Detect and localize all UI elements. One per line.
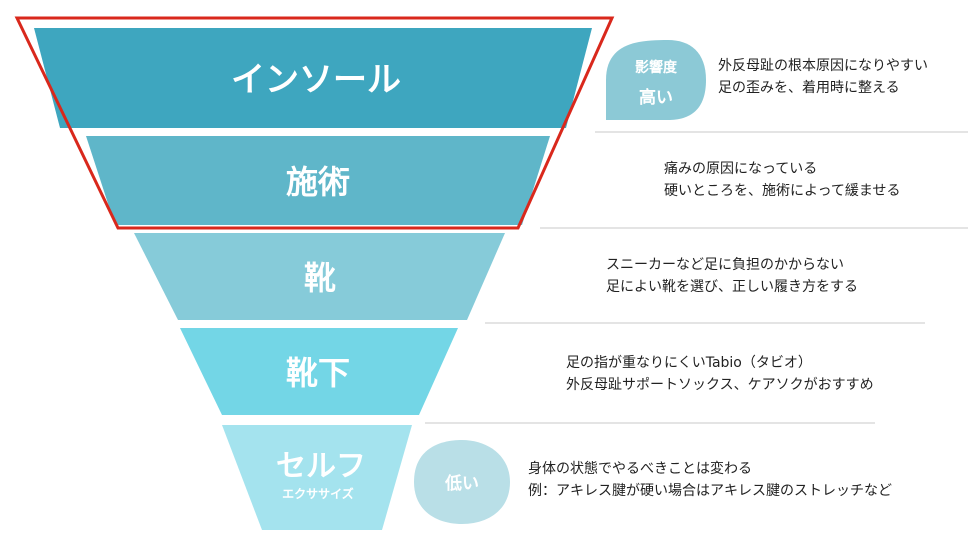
funnel-level-shoes xyxy=(134,233,505,320)
description-socks: 足の指が重なりにくいTabio（タビオ） 外反母趾サポートソックス、ケアソクがお… xyxy=(566,352,874,396)
impact-high-line1: 影響度 xyxy=(635,59,678,76)
funnel-level-treatment xyxy=(86,136,550,225)
funnel-level-self-exercise xyxy=(222,425,412,530)
description-line: スニーカーなど足に負担のかからない xyxy=(606,257,844,273)
description-line: 硬いところを、施術によって緩ませる xyxy=(664,183,901,199)
impact-low-badge xyxy=(414,440,510,524)
description-line: 足の歪みを、着用時に整える xyxy=(718,80,900,96)
level-label-treatment: 施術 xyxy=(286,163,350,201)
funnel-level-insole xyxy=(34,28,592,128)
level-label-shoes: 靴 xyxy=(304,259,336,297)
description-line: 足によい靴を選び、正しい履き方をする xyxy=(606,279,858,295)
description-line: 足の指が重なりにくいTabio（タビオ） xyxy=(566,355,812,371)
description-line: 例：アキレス腱が硬い場合はアキレス腱のストレッチなど xyxy=(528,483,892,499)
impact-low-label: 低い xyxy=(444,473,479,494)
description-insole: 外反母趾の根本原因になりやすい 足の歪みを、着用時に整える xyxy=(718,55,928,99)
description-line: 身体の状態でやるべきことは変わる xyxy=(528,461,752,477)
description-line: 痛みの原因になっている xyxy=(664,161,818,177)
level-label-socks: 靴下 xyxy=(286,354,350,392)
description-line: 外反母趾サポートソックス、ケアソクがおすすめ xyxy=(566,377,874,393)
description-treatment: 痛みの原因になっている 硬いところを、施術によって緩ませる xyxy=(664,158,900,202)
impact-high-line2: 高い xyxy=(639,87,673,108)
impact-high-badge xyxy=(606,40,706,120)
level-label-self: セルフ xyxy=(276,449,366,484)
description-line: 外反母趾の根本原因になりやすい xyxy=(718,58,928,74)
level-sublabel-exercise: エクササイズ xyxy=(282,486,354,501)
level-label-insole: インソール xyxy=(231,60,401,100)
funnel-level-socks xyxy=(180,328,458,415)
highlight-frame xyxy=(14,16,615,230)
description-shoes: スニーカーなど足に負担のかからない 足によい靴を選び、正しい履き方をする xyxy=(606,254,858,298)
description-self: 身体の状態でやるべきことは変わる 例：アキレス腱が硬い場合はアキレス腱のストレッ… xyxy=(528,458,892,502)
